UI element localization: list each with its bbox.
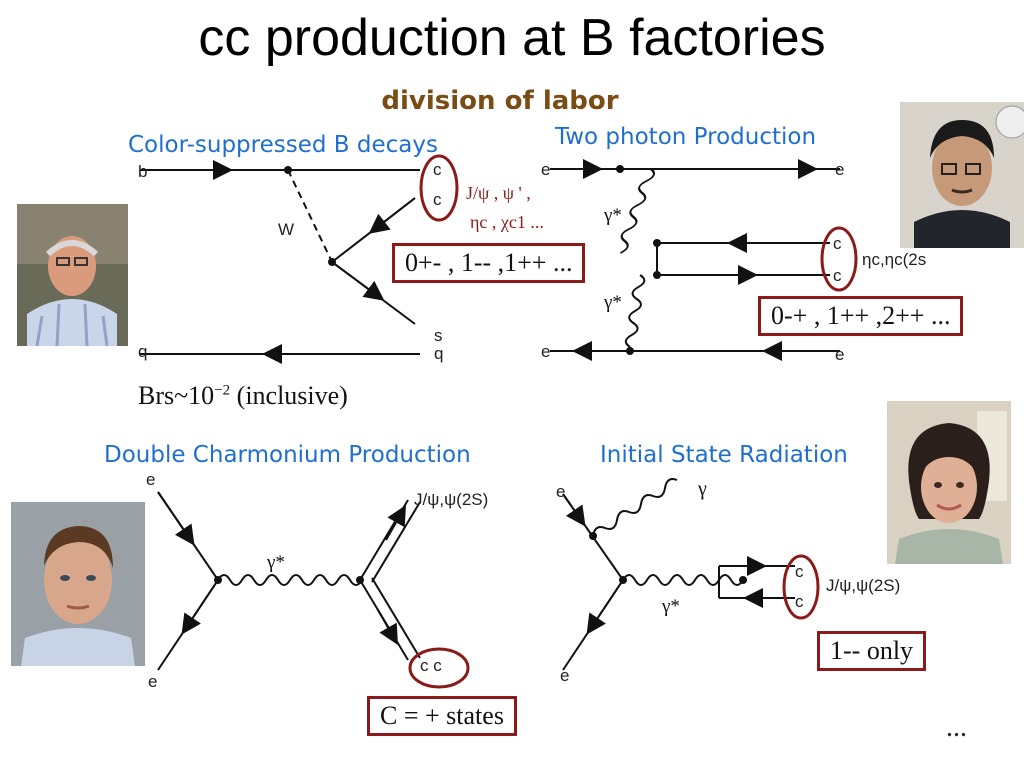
color-suppressed-heading: Color-suppressed B decays: [128, 132, 438, 158]
two-photon-feynman-diagram: [550, 159, 840, 361]
branching-ratio-text: Brs~10−2 (inclusive): [138, 381, 348, 411]
quark-b-label: b: [138, 162, 148, 181]
virtual-photon-top-label: γ*: [604, 205, 622, 226]
two-photon-charm-label: c: [833, 266, 842, 285]
double-charmonium-cc-label: c c: [420, 656, 442, 675]
slide-subtitle: division of labor: [381, 86, 619, 116]
two-photon-heading: Two photon Production: [555, 124, 817, 150]
antiquark-q-label: q: [138, 342, 148, 361]
branching-ratio-exponent: −2: [214, 382, 231, 399]
portrait-photo-bottom-left: [11, 502, 145, 666]
two-photon-anticharm-label: c: [833, 234, 842, 253]
antiquark-right-label: q: [434, 344, 444, 363]
two-photon-charm-highlight-ellipse: [820, 226, 858, 292]
continuation-ellipsis: ...: [946, 712, 967, 743]
electron-bottom-right-label: e: [835, 345, 845, 364]
isr-charm-label: c: [795, 562, 804, 581]
charmonium-states-line2: ηc , χc1 ...: [470, 212, 544, 232]
isr-quantum-numbers-box: 1-- only: [817, 631, 927, 671]
anticharm-quark-label: c: [433, 190, 442, 209]
double-charmonium-jpsi-label: J/ψ,ψ(2S): [414, 490, 489, 509]
charm-quark-label: c: [433, 160, 442, 179]
charmonium-states-line1: J/ψ , ψ ' ,: [466, 183, 531, 203]
color-suppressed-quantum-numbers-box: 0+- , 1-- ,1++ ...: [392, 243, 586, 283]
color-suppressed-feynman-diagram: [140, 160, 420, 364]
isr-real-photon-label: γ: [698, 478, 707, 500]
double-charmonium-electron-top-label: e: [146, 470, 156, 489]
virtual-photon-bottom-label: γ*: [604, 292, 622, 313]
double-charmonium-heading: Double Charmonium Production: [104, 442, 471, 468]
isr-jpsi-label: J/ψ,ψ(2S): [826, 576, 901, 595]
branching-ratio-suffix: (inclusive): [230, 381, 348, 410]
isr-anticharm-label: c: [795, 592, 804, 611]
two-photon-states-label: ηc,ηc(2s: [862, 250, 927, 269]
isr-electron-top-label: e: [556, 482, 566, 501]
double-charmonium-electron-bottom-label: e: [148, 672, 158, 691]
two-photon-quantum-numbers-box: 0-+ , 1++ ,2++ ...: [758, 296, 964, 336]
isr-electron-bottom-label: e: [560, 666, 570, 685]
double-charmonium-virtual-photon-label: γ*: [267, 552, 285, 573]
branching-ratio-base: Brs~10: [138, 381, 215, 410]
electron-top-right-label: e: [835, 160, 845, 179]
isr-feynman-diagram: [562, 478, 795, 671]
double-charmonium-cc-highlight-ellipse: [408, 647, 470, 689]
electron-bottom-left-label: e: [541, 342, 551, 361]
portrait-photo-top-right: [900, 102, 1024, 248]
slide-title: cc production at B factories: [198, 9, 826, 67]
w-boson-label: W: [278, 220, 295, 239]
isr-heading: Initial State Radiation: [600, 442, 848, 468]
electron-top-left-label: e: [541, 160, 551, 179]
double-charmonium-c-states-box: C = + states: [367, 696, 517, 736]
portrait-photo-bottom-right: [887, 401, 1011, 564]
strange-quark-label: s: [434, 326, 443, 345]
isr-virtual-photon-label: γ*: [662, 596, 680, 617]
charm-pair-highlight-ellipse: [419, 154, 459, 222]
double-charmonium-feynman-diagram: [157, 491, 421, 671]
portrait-photo-top-left: [17, 204, 128, 346]
isr-charm-highlight-ellipse: [782, 554, 820, 620]
